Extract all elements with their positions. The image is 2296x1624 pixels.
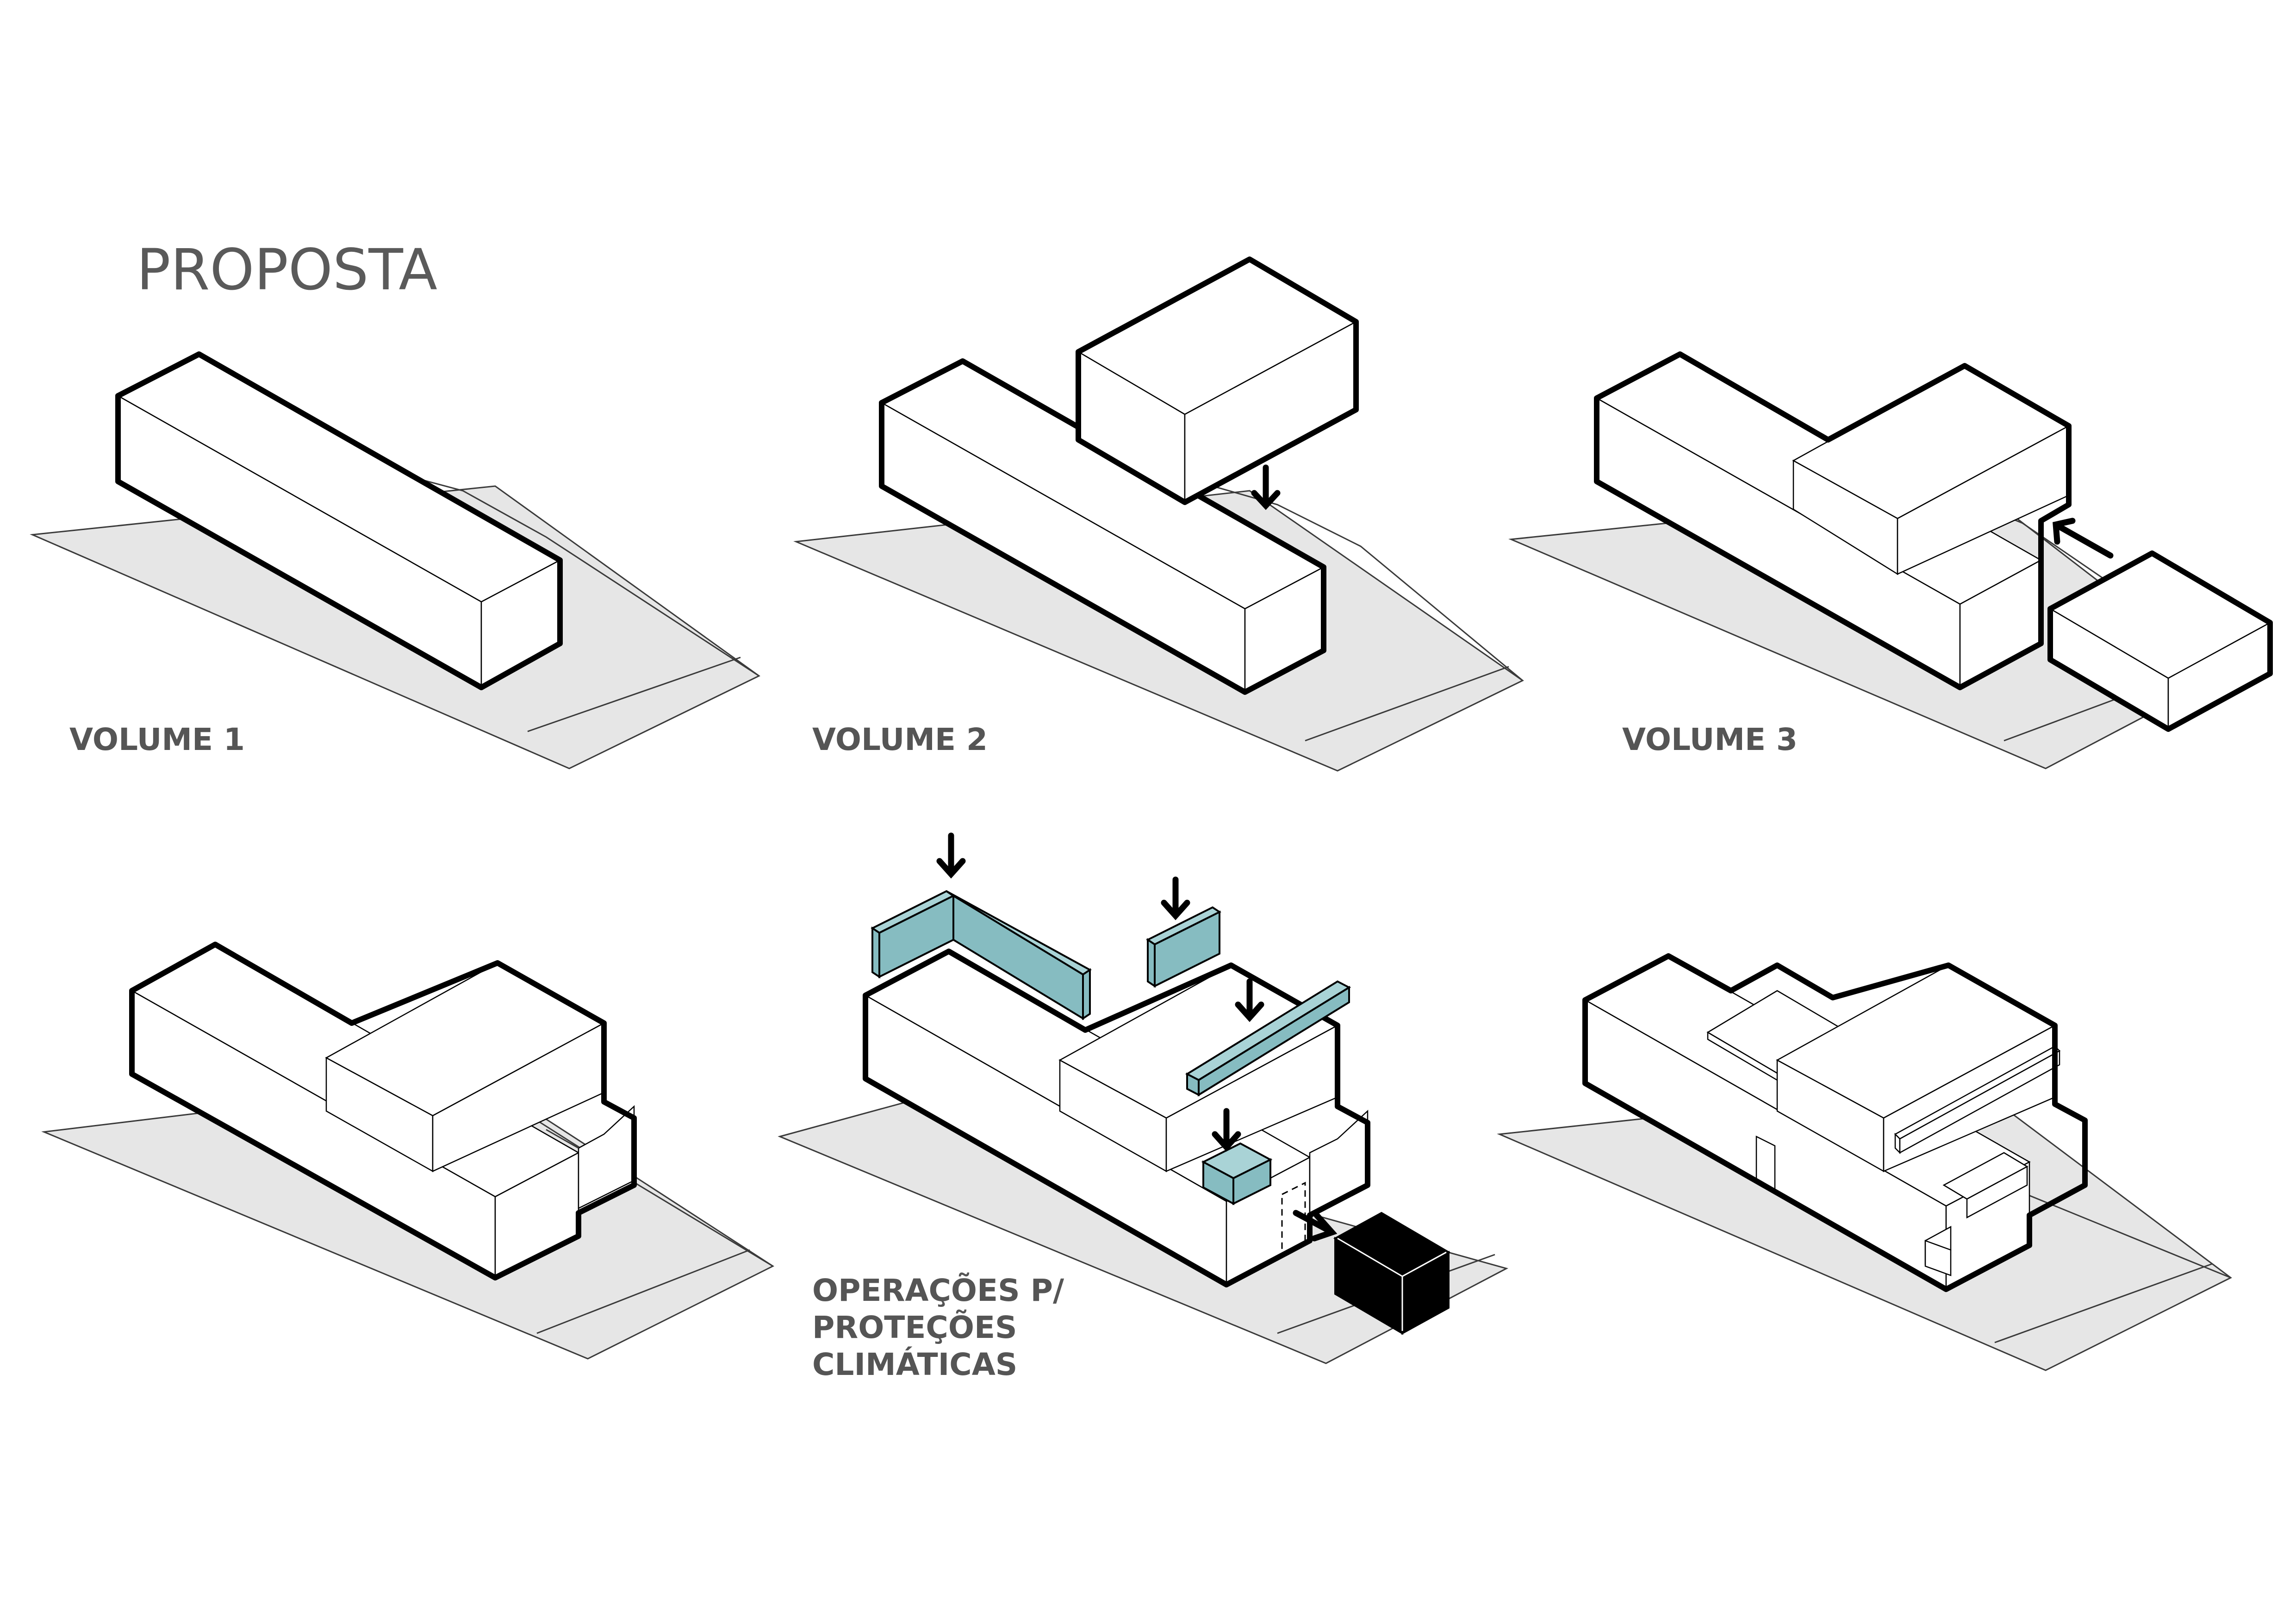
arrow-down-icon xyxy=(1161,876,1190,920)
main-volume xyxy=(115,351,563,690)
removed-block xyxy=(1333,1212,1451,1335)
moving-volume xyxy=(2047,550,2273,732)
main-volume xyxy=(879,358,1326,695)
arrow-right-icon xyxy=(1293,1210,1338,1242)
arrow-down-icon xyxy=(1212,1108,1241,1152)
label-line-1: OPERAÇÕES P/ xyxy=(812,1273,1064,1308)
panel-operations: OPERAÇÕES P/ PROTEÇÕES CLIMÁTICAS xyxy=(778,832,1509,1382)
climate-protection-box xyxy=(1201,1142,1273,1206)
climate-protection-small-panel xyxy=(1146,906,1221,988)
panel-label: VOLUME 1 xyxy=(69,722,245,757)
panel-label: OPERAÇÕES P/ PROTEÇÕES CLIMÁTICAS xyxy=(812,1273,1075,1382)
page-title: PROPOSTA xyxy=(137,237,437,303)
arrow-down-icon xyxy=(1251,464,1281,510)
climate-protection-fin xyxy=(1185,980,1351,1097)
final-volume xyxy=(1582,953,2088,1292)
floating-volume xyxy=(1076,256,1359,505)
panel-label: VOLUME 3 xyxy=(1622,722,1798,757)
arrow-down-icon xyxy=(1235,978,1264,1022)
panel-label: VOLUME 2 xyxy=(812,722,988,757)
arrow-down-icon xyxy=(936,832,966,879)
panel-volume-1: VOLUME 1 xyxy=(30,351,760,769)
label-line-2: PROTEÇÕES xyxy=(812,1310,1017,1345)
arrow-up-left-icon xyxy=(2053,518,2114,559)
assembled-volume xyxy=(129,942,637,1280)
panel-volume-4 xyxy=(41,942,775,1360)
panel-volume-3: VOLUME 3 xyxy=(1508,351,2273,769)
assembled-volume xyxy=(863,949,1370,1287)
label-line-3: CLIMÁTICAS xyxy=(812,1346,1017,1382)
main-volume xyxy=(1594,351,2072,690)
panel-final xyxy=(1497,953,2232,1371)
panel-volume-2: VOLUME 2 xyxy=(793,256,1524,772)
climate-protection-l-panel xyxy=(871,890,1092,1020)
